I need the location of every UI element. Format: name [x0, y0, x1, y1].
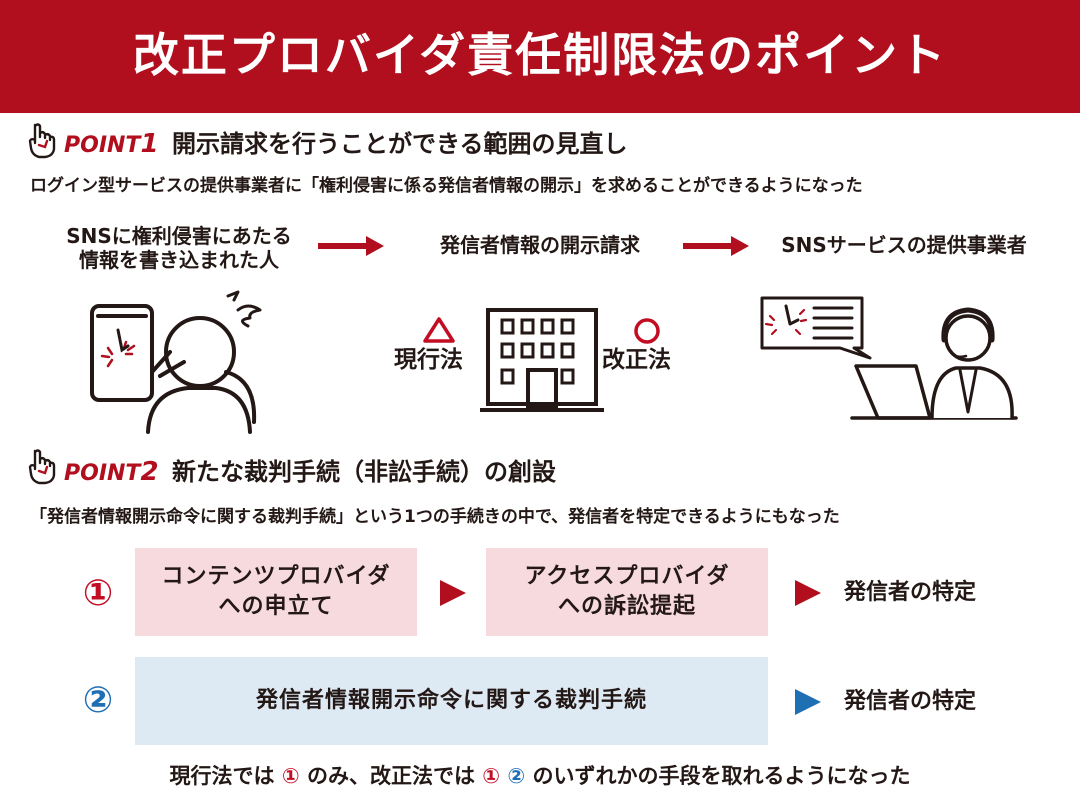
- footer-part1: 現行法では: [169, 764, 275, 788]
- footer-mark-3: ②: [507, 764, 526, 788]
- point2-heading: 新たな裁判手続（非訟手続）の創設: [172, 458, 556, 486]
- circle-mark-icon: [634, 318, 660, 344]
- route1-step2-line1: アクセスプロバイダ: [524, 564, 730, 589]
- point2-description: 「発信者情報開示命令に関する裁判手続」という1つの手続きの中で、発信者を特定でき…: [30, 507, 840, 527]
- flow-arrow-1: [318, 236, 384, 256]
- footer-part2: のみ、改正法では: [306, 764, 475, 788]
- office-building-icon: [480, 308, 604, 412]
- point1-number: 1: [140, 129, 159, 159]
- flow-step-request: 発信者情報の開示請求: [440, 233, 640, 257]
- page-title: 改正プロバイダ責任制限法のポイント: [132, 28, 948, 82]
- point2-label: POINT: [64, 461, 141, 486]
- summary-footer: 現行法では ① のみ、改正法では ① ② のいずれかの手段を取れるようになった: [0, 760, 1080, 792]
- flow-step-provider: SNSサービスの提供事業者: [781, 233, 1027, 257]
- footer-part3: のいずれかの手段を取れるようになった: [532, 764, 911, 788]
- flow-step-victim-line2: 情報を書き込まれた人: [79, 248, 279, 272]
- footer-mark-2: ①: [482, 764, 501, 788]
- route1-arrow-1: [440, 580, 466, 606]
- route1-marker: ①: [82, 573, 114, 614]
- triangle-mark-icon: [423, 317, 455, 343]
- route1-result: 発信者の特定: [844, 580, 977, 605]
- flow-step-victim-line1: SNSに権利侵害にあたる: [66, 224, 292, 248]
- flow-step-victim: SNSに権利侵害にあたる 情報を書き込まれた人: [48, 224, 310, 272]
- pointing-hand-icon-2: [28, 449, 56, 485]
- route1-step1-line1: コンテンツプロバイダ: [161, 564, 391, 589]
- current-law-label: 現行法: [394, 347, 463, 373]
- point1-badge: POINT1: [64, 129, 159, 162]
- point2-badge: POINT2: [64, 457, 159, 490]
- route2-arrow: [795, 689, 821, 715]
- flow-arrow-2: [683, 236, 749, 256]
- route1-step1-box: コンテンツプロバイダ への申立て: [135, 548, 417, 636]
- footer-mark-1: ①: [281, 764, 300, 788]
- title-banner: [0, 0, 1080, 113]
- point1-heading: 開示請求を行うことができる範囲の見直し: [172, 130, 628, 158]
- route2-box: 発信者情報開示命令に関する裁判手続: [135, 657, 768, 745]
- route1-step2-box: アクセスプロバイダ への訴訟提起: [486, 548, 768, 636]
- point2-number: 2: [140, 457, 159, 487]
- point1-description: ログイン型サービスの提供事業者に「権利侵害に係る発信者情報の開示」を求めることが…: [30, 176, 863, 196]
- route2-result: 発信者の特定: [844, 689, 977, 714]
- victim-with-phone-illustration: [90, 290, 262, 434]
- route1-arrow-2: [795, 580, 821, 606]
- provider-operator-illustration: [760, 296, 1018, 420]
- route1-step1-line2: への申立て: [218, 594, 334, 619]
- pointing-hand-icon: [28, 123, 56, 159]
- route2-marker: ②: [82, 680, 114, 721]
- route1-step2-line2: への訴訟提起: [557, 594, 696, 619]
- revised-law-label: 改正法: [602, 347, 671, 373]
- point1-label: POINT: [64, 133, 141, 158]
